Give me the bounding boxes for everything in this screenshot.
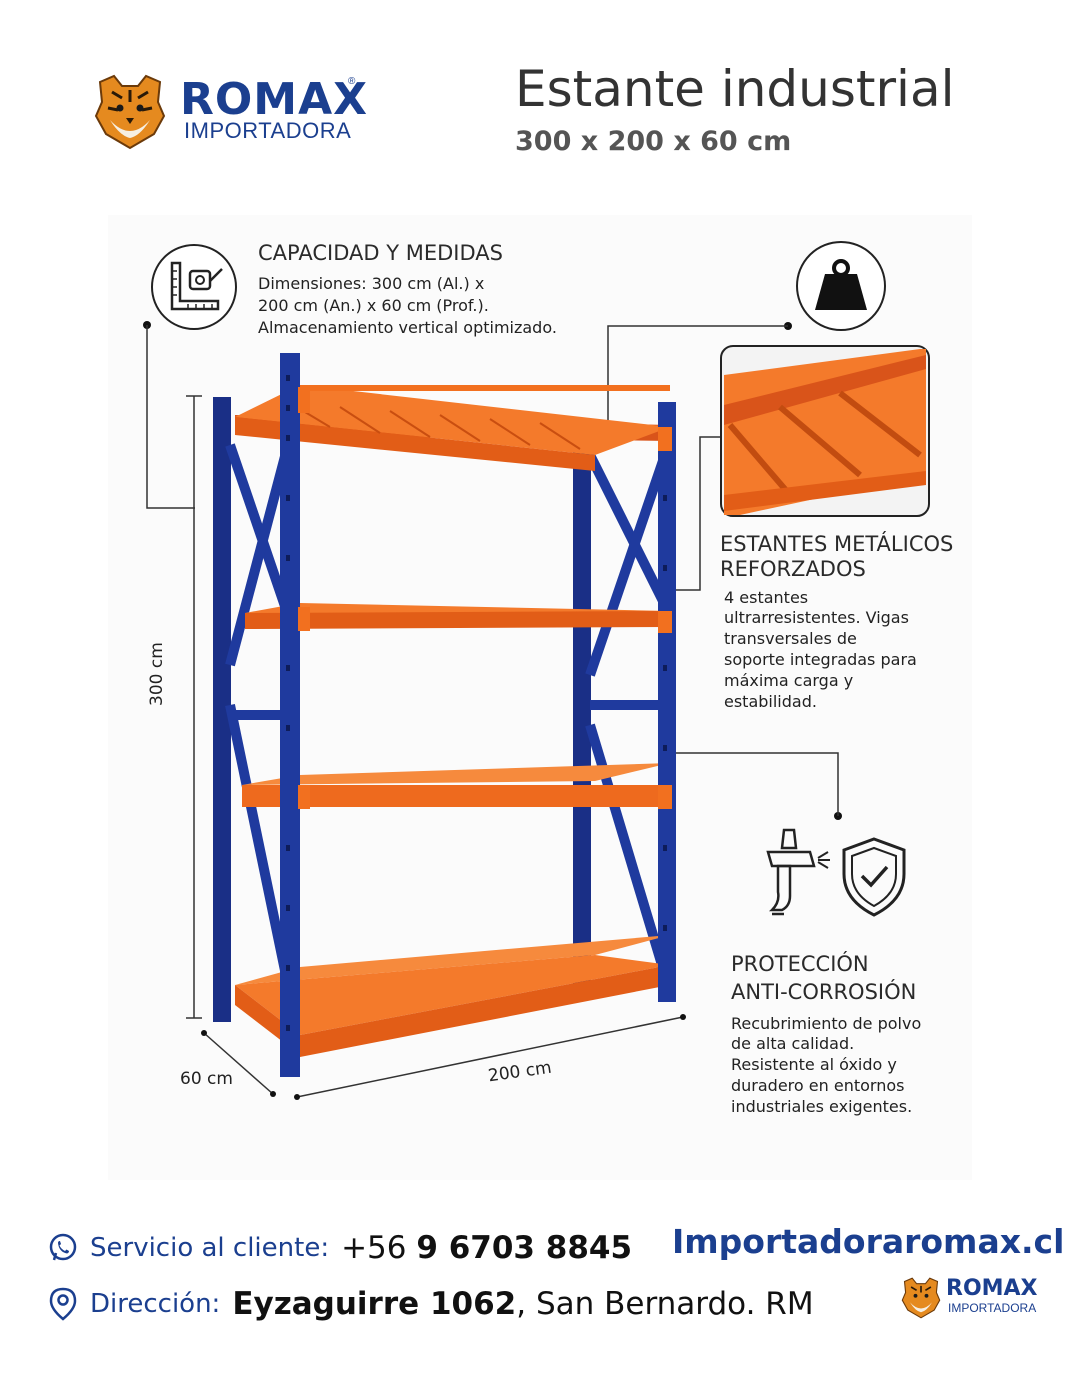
shelf-detail-zoom [720,345,930,517]
protection-line: industriales exigentes. [731,1097,913,1116]
shield-check-icon [842,837,906,917]
left-braces [225,443,293,987]
front-uprights [280,353,676,1077]
depth-label: 60 cm [180,1069,233,1089]
right-braces [585,452,670,977]
footer-address: Dirección: Eyzaguirre 1062, San Bernardo… [48,1282,814,1326]
phone-prefix: +56 [341,1230,417,1266]
protection-title: PROTECCIÓN [731,952,869,976]
page-subtitle: 300 x 200 x 60 cm [515,126,792,157]
shelves-line: 4 estantes [724,588,809,607]
location-pin-icon [49,1287,77,1321]
shelves-line: máxima carga y [724,671,854,690]
page-title: Estante industrial [515,60,955,118]
height-label: 300 cm [147,642,167,706]
shelves-title: REFORZADOS [720,557,866,581]
rear-frame [213,397,591,1022]
shelves-title: ESTANTES METÁLICOS [720,532,954,556]
brand-name: ROMAX [180,74,369,125]
capacity-title: CAPACIDAD Y MEDIDAS [258,241,503,265]
bottom-shelf [235,935,670,1057]
spray-gun-icon [766,828,830,916]
protection-line: duradero en entornos [731,1076,905,1095]
phone-number[interactable]: +56 9 6703 8845 [341,1230,632,1266]
brand-name: ROMAX [946,1276,1038,1301]
protection-title: ANTI-CORROSIÓN [731,980,917,1004]
shelves-line: ultrarresistentes. Vigas [724,608,909,627]
shelves-line: soporte integradas para [724,650,917,669]
tiger-logo-icon [94,74,166,150]
capacity-line: Almacenamiento vertical optimizado. [258,318,557,337]
whatsapp-icon [49,1233,77,1261]
third-shelf [242,763,670,807]
website-link[interactable]: Importadoraromax.cl [672,1222,1065,1261]
address-label: Dirección: [90,1289,221,1319]
brand-sub: IMPORTADORA [184,118,352,143]
address-bold: Eyzaguirre 1062 [232,1286,517,1322]
shelves-line: estabilidad. [724,692,817,711]
registered-mark: ® [348,76,356,87]
protection-line: de alta calidad. [731,1034,855,1053]
brand-sub: IMPORTADORA [948,1301,1037,1315]
phone-bold: 9 6703 8845 [416,1230,633,1266]
shelves-line: transversales de [724,629,857,648]
protection-line: Recubrimiento de polvo [731,1014,922,1033]
second-shelf [245,603,670,629]
shelf-rack-illustration [213,353,676,1077]
brand-logo: ROMAX ® IMPORTADORA [92,72,372,152]
weight-icon [796,241,886,331]
tiger-logo-icon [901,1277,941,1319]
address-value: Eyzaguirre 1062, San Bernardo. RM [232,1286,813,1322]
service-label: Servicio al cliente: [90,1233,330,1263]
ruler-measure-icon [151,244,237,330]
protection-line: Resistente al óxido y [731,1055,897,1074]
capacity-line: Dimensiones: 300 cm (Al.) x [258,274,485,293]
top-shelf [235,385,670,471]
footer-service: Servicio al cliente: +56 9 6703 8845 [48,1226,632,1270]
capacity-line: 200 cm (An.) x 60 cm (Prof.). [258,296,489,315]
brand-logo-small: ROMAX IMPORTADORA [900,1276,1060,1320]
address-rest: , San Bernardo. RM [516,1286,814,1322]
